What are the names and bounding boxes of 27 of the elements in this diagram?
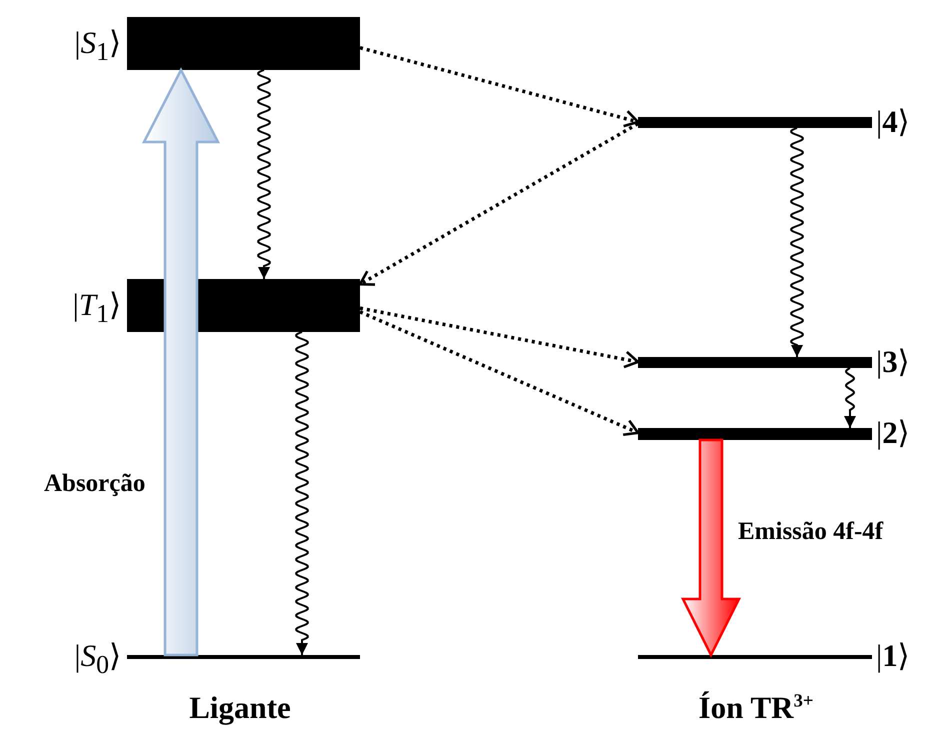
dotted-arrow [359,310,640,436]
edge-label: Absorção [44,470,146,498]
dotted-arrow [360,306,640,368]
wavy-arrow [844,367,856,428]
state-label: |2⟩ [876,417,910,448]
dotted-arrow [360,46,640,128]
edge-label: Emissão 4f-4f [738,518,884,546]
wavy-arrow [295,331,309,655]
state-label: |3⟩ [876,346,910,376]
energy-level-bar [638,655,872,659]
wavy-arrow [790,127,804,357]
energy-level-bar [127,17,360,70]
energy-level-bar [638,117,872,128]
column-caption: Ligante [189,690,291,726]
column-caption: Íon TR$^{3+}$ [698,690,814,726]
state-label: |S$_{0}$⟩ [74,640,121,678]
state-label: |1⟩ [876,640,910,671]
energy-level-bar [638,357,872,368]
state-label: |T$_{1}$⟩ [72,288,121,327]
energy-level-bar [638,428,872,440]
state-label: |S$_{1}$⟩ [74,26,121,65]
state-label: |4⟩ [876,106,910,136]
block-arrow [142,67,220,656]
block-arrow [680,438,742,658]
dotted-arrow [358,122,639,286]
energy-level-bar [127,655,360,659]
wavy-arrow [257,69,271,279]
